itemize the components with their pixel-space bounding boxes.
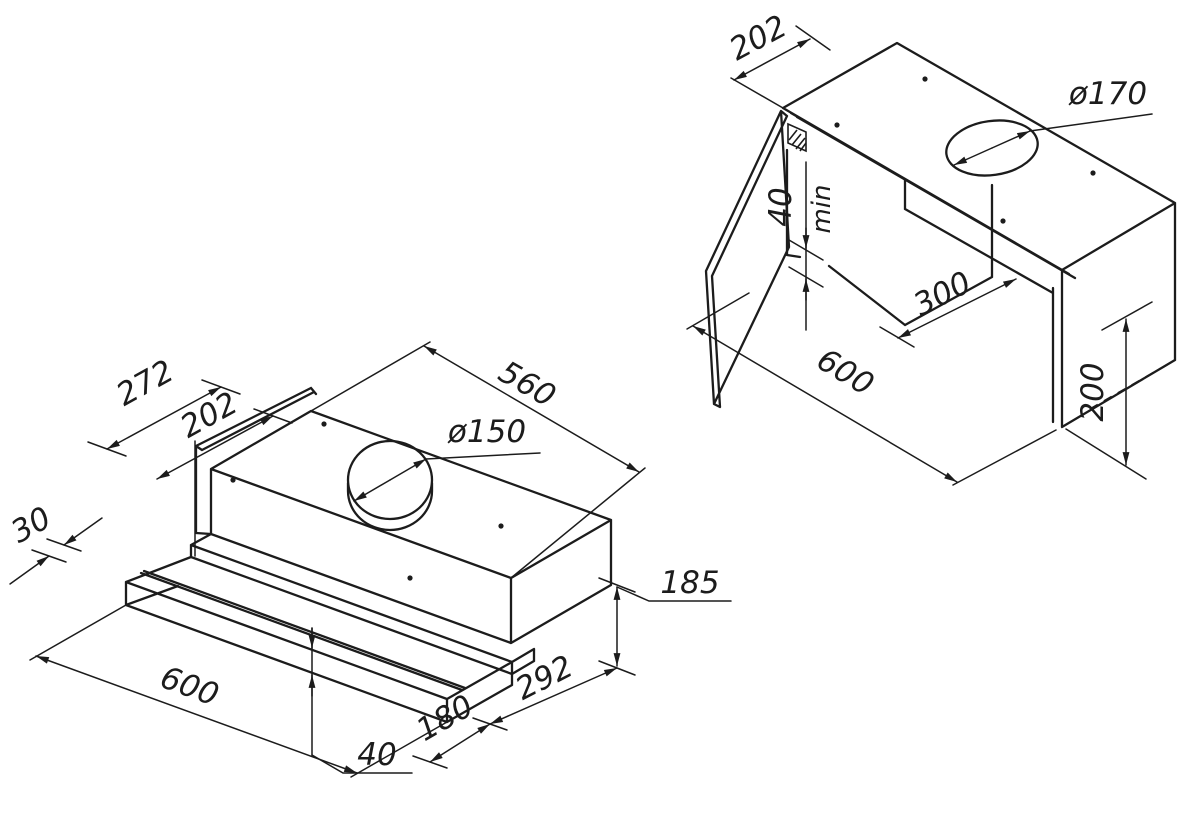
cabinet-corner-hatch [787,122,807,153]
dim-cabinet-min-label: min [807,184,837,233]
dim-hood-185-label: 185 [660,565,719,601]
dim-hood-600-label: 600 [155,660,223,714]
cabinet-vent-hole [945,119,1039,177]
dim-cabinet-300: 300 [879,265,1017,348]
dim-cabinet-202: 202 [724,8,831,109]
dim-cabinet-200-label: 200 [1075,362,1111,421]
cabinet-outline [781,41,1177,429]
hood-duct-collar [346,439,434,532]
hood-bottom-plate [189,532,536,676]
dim-hood-30: 30 [5,500,103,585]
dim-cabinet-40min: 40 min [763,161,837,331]
dim-hood-40: 40 [308,627,413,774]
dim-cabinet-600-label: 600 [811,342,880,403]
dim-hood-272-label: 272 [111,353,180,413]
dim-hood-560: 560 [310,341,646,579]
dim-hood-40-label: 40 [357,737,396,773]
dim-cabinet-600: 600 [686,292,1057,486]
dim-hood-150-label: ø150 [447,414,526,450]
dim-cabinet-300-label: 300 [908,265,977,324]
dim-hood-202-label: 202 [175,385,244,445]
dim-hood-185: 185 [598,565,732,676]
dim-hood-150: ø150 [353,414,541,502]
cabinet-screw-dots [834,76,1096,224]
dim-cabinet-170: ø170 [953,76,1153,166]
dim-cabinet-40-label: 40 [763,187,799,226]
hood-view: 272 202 560 ø150 30 [5,341,732,778]
cabinet-open-door [704,109,791,409]
dim-hood-180-label: 180 [410,688,479,749]
hood-body-outline [209,409,613,645]
dim-cabinet-200: 200 [1065,301,1153,480]
cabinet-view: 202 ø170 40 min 300 [686,8,1177,486]
dim-cabinet-170-label: ø170 [1068,76,1147,112]
dim-cabinet-202-label: 202 [724,8,793,68]
dim-hood-180-292: 180 292 [410,649,618,769]
dim-hood-30-label: 30 [5,500,57,551]
